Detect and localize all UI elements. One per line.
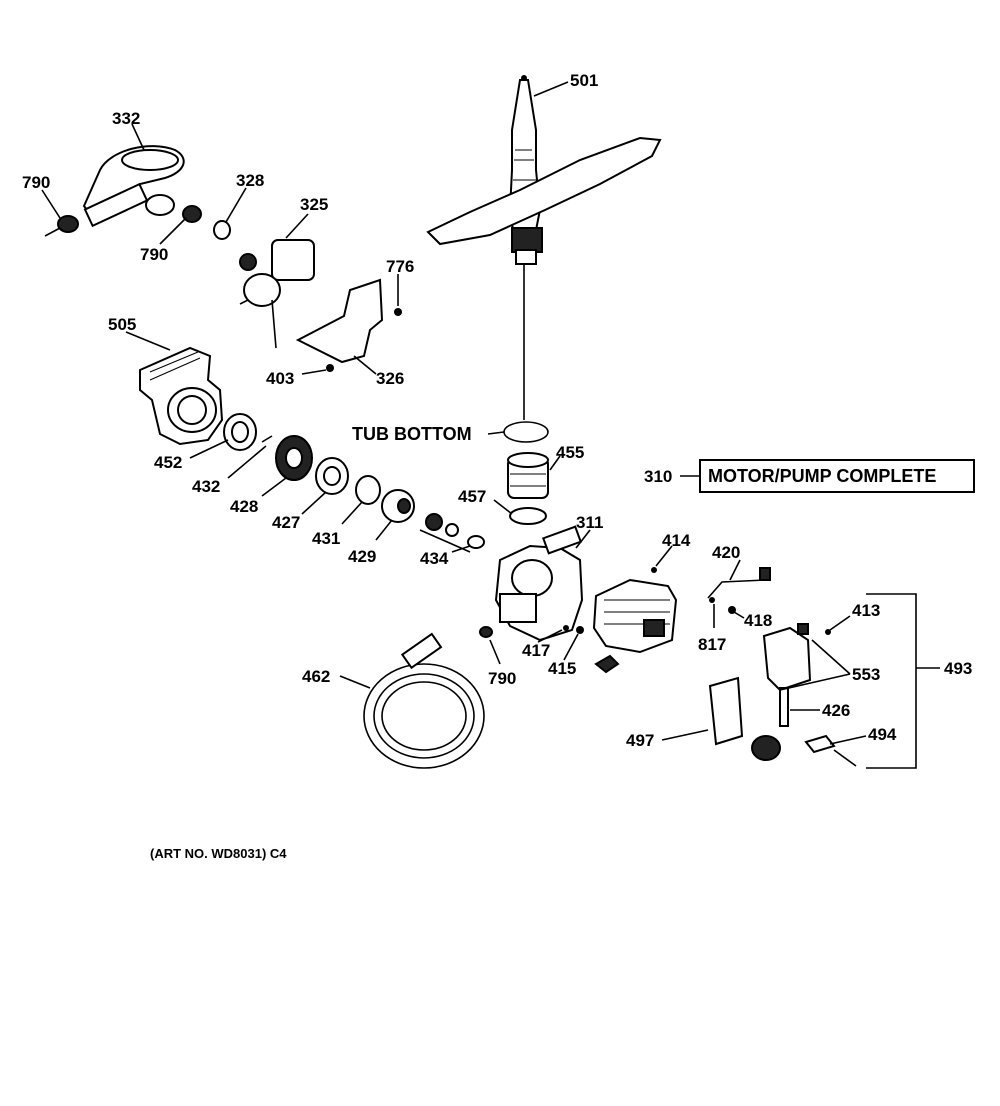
leader-lines [41,81,940,769]
label-494: 494 [868,725,897,744]
label-455: 455 [556,443,584,462]
part-455 [507,452,549,499]
part-790c [479,626,493,638]
part-429 [381,489,415,523]
label-311: 311 [576,513,603,532]
art-number: (ART NO. WD8031) C4 [150,846,287,861]
pump-housing-505 [139,346,224,446]
pump-body-311 [494,525,584,642]
bracket-326 [295,278,402,372]
motor [592,578,678,674]
part-427 [315,457,349,495]
label-776: 776 [386,257,414,276]
part-414 [651,567,657,573]
label-415: 415 [548,659,576,678]
label-427: 427 [272,513,300,532]
label-428: 428 [230,497,258,516]
rod-420 [707,567,771,599]
spray-arm-501 [426,75,662,420]
part-452 [223,413,257,451]
seal-ring-328 [213,220,231,240]
label-328: 328 [236,171,264,190]
label-462: 462 [302,667,330,686]
label-434: 434 [420,549,449,568]
label-457: 457 [458,487,486,506]
label-501: 501 [570,71,598,90]
label-motor-pump-complete: MOTOR/PUMP COMPLETE [708,466,936,486]
label-431: 431 [312,529,340,548]
part-417 [563,625,569,631]
fill-funnel-332 [82,145,185,228]
label-790c: 790 [488,669,516,688]
part-817 [709,597,715,603]
part-432 [261,435,273,443]
water-valve-325 [239,239,315,349]
drain-hose-462 [363,632,485,769]
label-429: 429 [348,547,376,566]
impeller-428 [275,435,313,481]
part-labels: 501 332 790 328 325 790 776 505 403 326 … [22,71,972,861]
label-403: 403 [266,369,294,388]
label-332: 332 [112,109,140,128]
label-505: 505 [108,315,136,334]
label-817: 817 [698,635,726,654]
label-420: 420 [712,543,740,562]
ring-431 [355,475,381,505]
grommet-790b [182,205,202,223]
label-426: 426 [822,701,850,720]
motor-pump-box [699,459,975,493]
tub-bottom-ring [503,421,549,443]
label-452: 452 [154,453,182,472]
part-415 [576,626,584,634]
label-553: 553 [852,665,880,684]
label-413: 413 [852,601,880,620]
part-434 [419,513,485,553]
label-790b: 790 [140,245,168,264]
clamp-457 [509,507,547,525]
label-418: 418 [744,611,772,630]
label-497: 497 [626,731,654,750]
label-310: 310 [644,467,672,486]
label-tub-bottom: TUB BOTTOM [352,424,472,444]
label-417: 417 [522,641,550,660]
label-414: 414 [662,531,691,550]
grommet-790a [44,215,79,237]
label-493: 493 [944,659,972,678]
assembly-493 [708,623,857,767]
label-325: 325 [300,195,328,214]
label-432: 432 [192,477,220,496]
label-326: 326 [376,369,404,388]
label-790a: 790 [22,173,50,192]
